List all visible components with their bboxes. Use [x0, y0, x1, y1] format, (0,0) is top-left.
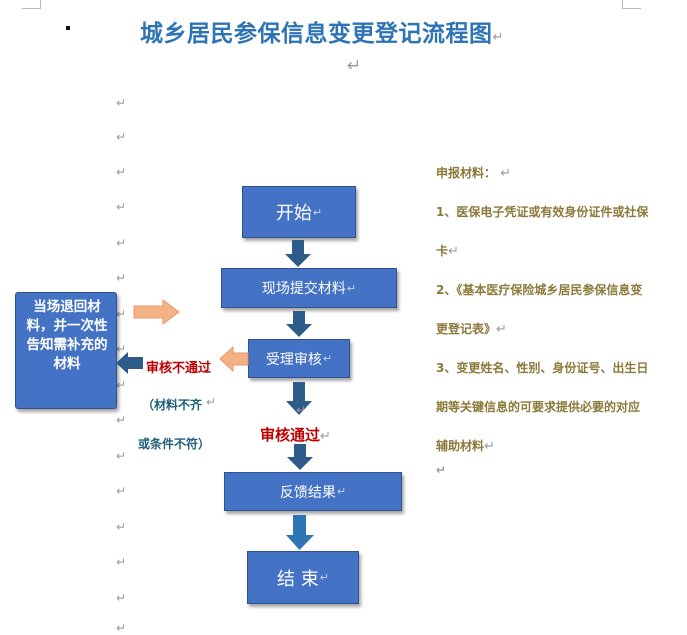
paragraph-mark-icon: ↵	[484, 439, 495, 454]
reject-note-line2: 或条件不符）	[138, 437, 211, 451]
end-label: 结 束	[277, 568, 319, 590]
notes-line-text: 期等关键信息的可要求提供必要的对应	[436, 400, 641, 414]
notes-line: 3、变更姓名、性别、身份证号、出生日	[436, 359, 648, 376]
notes-line-text: 辅助材料	[436, 439, 485, 453]
paragraph-mark-icon: ↵	[448, 244, 459, 259]
notes-line: 期等关键信息的可要求提供必要的对应	[436, 398, 640, 415]
paragraph-mark-icon: ↵	[116, 378, 127, 392]
paragraph-mark-icon: ↵	[492, 30, 504, 45]
return-materials-label: 当场退回材料，并一次性告知需补充的材料	[26, 299, 108, 372]
paragraph-mark-icon: ↵	[116, 307, 127, 321]
paragraph-mark-icon: ↵	[206, 395, 217, 409]
paragraph-mark-icon: ↵	[116, 271, 127, 285]
paragraph-mark-icon: ↵	[312, 205, 323, 219]
page-corner-mark-right	[622, 0, 641, 9]
paragraph-mark-icon: ↵	[347, 56, 362, 76]
paragraph-mark-icon: ↵	[116, 96, 127, 110]
bullet-mark	[66, 26, 70, 30]
feedback-box: 反馈结果↵	[224, 472, 402, 511]
notes-line: 更登记表》↵	[436, 320, 507, 337]
left-arrow-icon	[116, 352, 143, 374]
paragraph-mark-icon: ↵	[116, 621, 127, 635]
paragraph-mark-icon: ↵	[116, 342, 127, 356]
approve-label-text: 审核通过	[260, 426, 321, 444]
review-box: 受理审核↵	[248, 339, 350, 378]
reject-label: 审核不通过	[146, 361, 212, 376]
down-arrow-icon	[287, 444, 313, 470]
feedback-label: 反馈结果	[279, 484, 336, 501]
paragraph-mark-icon: ↵	[322, 352, 333, 365]
paragraph-mark-icon: ↵	[116, 130, 127, 144]
start-label: 开始	[275, 203, 312, 224]
notes-line: 卡↵	[436, 242, 459, 259]
notes-line: 辅助材料↵	[436, 437, 495, 454]
paragraph-mark-icon: ↵	[496, 322, 507, 337]
notes-line: 1、医保电子凭证或有效身份证件或社保	[436, 203, 648, 220]
notes-line-text: 2、《基本医疗保险城乡居民参保信息变	[436, 283, 643, 297]
end-box: 结 束↵	[247, 551, 359, 604]
down-arrow-icon	[286, 311, 312, 337]
page-title-text: 城乡居民参保信息变更登记流程图	[140, 20, 493, 47]
page-corner-mark-left	[22, 0, 41, 9]
submit-materials-box: 现场提交材料↵	[221, 268, 397, 308]
paragraph-mark-icon: ↵	[346, 281, 357, 295]
page-title: 城乡居民参保信息变更登记流程图↵	[140, 14, 504, 48]
paragraph-mark-icon: ↵	[116, 236, 127, 250]
down-arrow-icon	[286, 382, 312, 415]
paragraph-mark-icon: ↵	[116, 165, 127, 179]
review-label: 受理审核	[265, 351, 322, 368]
notes-heading: 申报材料： ↵	[436, 164, 511, 181]
notes-line: 2、《基本医疗保险城乡居民参保信息变	[436, 281, 642, 298]
paragraph-mark-icon: ↵	[116, 484, 127, 498]
paragraph-mark-icon: ↵	[436, 463, 447, 477]
right-arrow-icon	[133, 299, 180, 325]
down-arrow-icon	[285, 240, 311, 267]
paragraph-mark-icon: ↵	[319, 571, 329, 584]
notes-line-text: 3、变更姓名、性别、身份证号、出生日	[436, 361, 649, 375]
paragraph-mark-icon: ↵	[116, 200, 127, 214]
approve-label: 审核通过↵	[260, 424, 331, 445]
left-arrow-icon	[219, 346, 249, 372]
paragraph-mark-icon: ↵	[116, 591, 127, 605]
notes-line-text: 卡	[436, 244, 449, 258]
paragraph-mark-icon: ↵	[296, 403, 307, 417]
notes-heading-text: 申报材料：	[436, 166, 497, 180]
paragraph-mark-icon: ↵	[116, 449, 127, 463]
paragraph-mark-icon: ↵	[116, 413, 127, 427]
submit-materials-label: 现场提交材料	[261, 281, 346, 297]
notes-line-text: 更登记表》	[436, 322, 497, 336]
paragraph-mark-icon: ↵	[320, 429, 331, 444]
start-box: 开始↵	[242, 186, 356, 238]
paragraph-mark-icon: ↵	[496, 166, 512, 181]
return-materials-box: 当场退回材料，并一次性告知需补充的材料	[15, 292, 117, 409]
paragraph-mark-icon: ↵	[116, 555, 127, 569]
paragraph-mark-icon: ↵	[116, 520, 127, 534]
reject-note-line1: （材料不齐	[142, 398, 203, 412]
down-arrow-icon	[286, 515, 314, 550]
notes-line-text: 1、医保电子凭证或有效身份证件或社保	[436, 205, 649, 219]
paragraph-mark-icon: ↵	[336, 485, 347, 498]
